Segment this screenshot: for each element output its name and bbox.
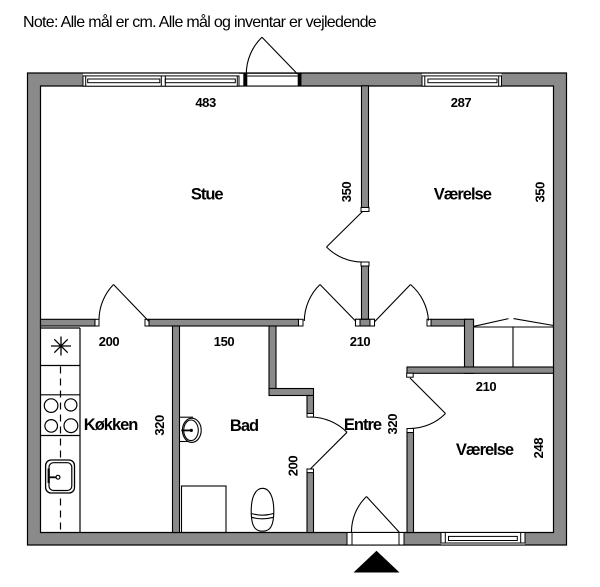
svg-text:Stue: Stue bbox=[191, 186, 224, 204]
svg-text:Bad: Bad bbox=[230, 417, 258, 435]
svg-text:320: 320 bbox=[152, 415, 167, 436]
svg-text:Note: Alle mål er cm. Alle mål: Note: Alle mål er cm. Alle mål og invent… bbox=[23, 13, 377, 31]
svg-text:Entre: Entre bbox=[344, 416, 382, 434]
svg-text:320: 320 bbox=[385, 414, 400, 435]
svg-text:350: 350 bbox=[533, 182, 548, 203]
svg-text:210: 210 bbox=[350, 334, 371, 349]
svg-text:Køkken: Køkken bbox=[84, 416, 139, 434]
svg-text:Værelse: Værelse bbox=[434, 186, 492, 204]
svg-text:483: 483 bbox=[195, 95, 216, 110]
svg-text:150: 150 bbox=[214, 334, 235, 349]
svg-text:350: 350 bbox=[339, 182, 354, 203]
svg-text:Værelse: Værelse bbox=[456, 441, 514, 459]
svg-text:200: 200 bbox=[99, 334, 120, 349]
svg-text:200: 200 bbox=[286, 456, 301, 477]
svg-text:287: 287 bbox=[451, 95, 472, 110]
svg-text:210: 210 bbox=[476, 379, 497, 394]
svg-text:248: 248 bbox=[531, 438, 546, 459]
